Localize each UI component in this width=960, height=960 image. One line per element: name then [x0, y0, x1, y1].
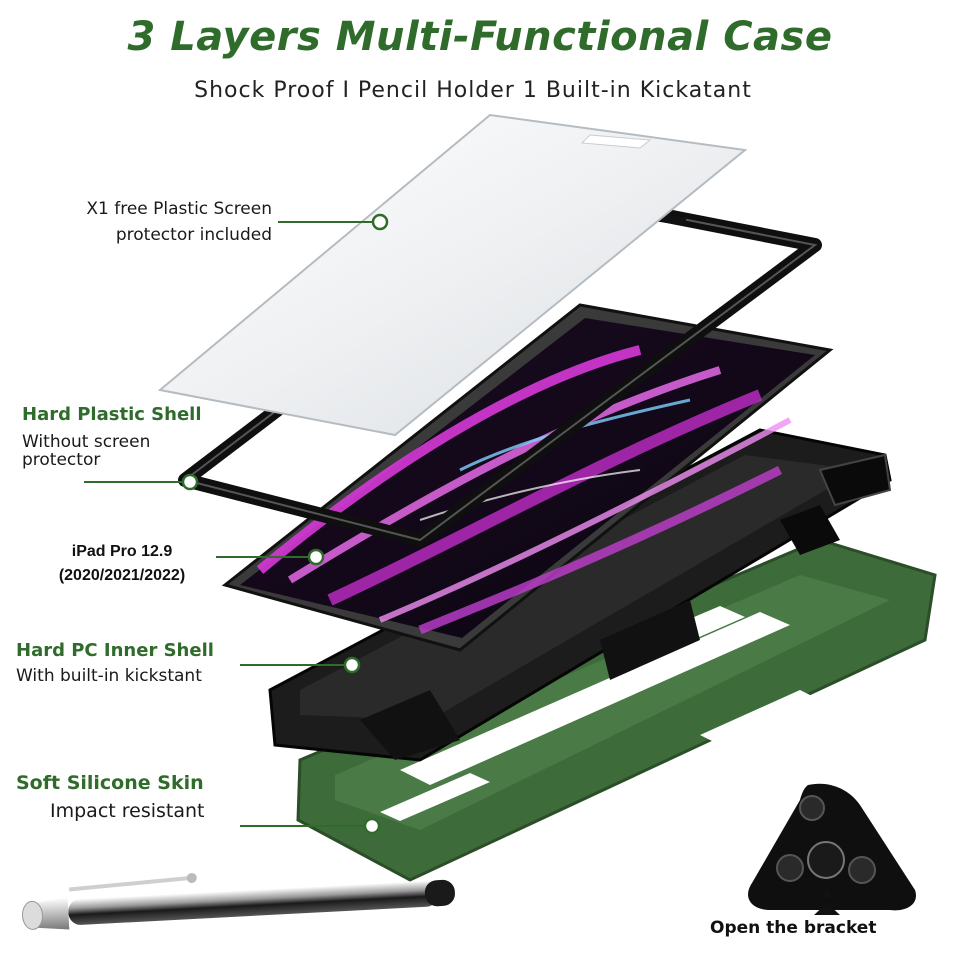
- ipad-model: iPad Pro 12.9: [71, 543, 173, 560]
- hard-plastic-shell-line2: protector: [22, 450, 101, 470]
- ipad-layer: [221, 303, 834, 652]
- hard-plastic-shell-line1: Without screen: [22, 432, 151, 452]
- bracket-icon: [748, 783, 916, 915]
- hard-plastic-shell-title: Hard Plastic Shell: [22, 404, 202, 425]
- page-title: 3 Layers Multi-Functional Case: [127, 14, 833, 60]
- hard-pc-inner-shell-callout: Hard PC Inner Shell With built-in kickst…: [16, 640, 214, 686]
- hard-plastic-shell-callout: Hard Plastic Shell Without screen protec…: [22, 404, 202, 470]
- screen-protector-layer: [157, 113, 748, 437]
- ipad-callout: iPad Pro 12.9 (2020/2021/2022): [38, 540, 206, 588]
- hard-pc-inner-shell-line1: With built-in kickstant: [16, 666, 202, 686]
- screen-protector-line1: X1 free Plastic Screen: [86, 199, 272, 219]
- screen-protector-callout: X1 free Plastic Screen protector include…: [40, 200, 272, 245]
- soft-silicone-skin-title: Soft Silicone Skin: [16, 772, 204, 794]
- page-subtitle: Shock Proof I Pencil Holder 1 Built-in K…: [194, 78, 752, 103]
- hard-pc-inner-shell-title: Hard PC Inner Shell: [16, 640, 214, 661]
- callout-lines: [84, 213, 389, 835]
- stylus-pen: [21, 873, 455, 930]
- screen-protector-line2: protector included: [115, 225, 272, 245]
- soft-silicone-skin-callout: Soft Silicone Skin Impact resistant: [16, 772, 205, 821]
- ipad-years: (2020/2021/2022): [58, 567, 186, 584]
- open-bracket-label: Open the bracket: [710, 918, 877, 938]
- silicone-skin-layer: [296, 538, 937, 882]
- soft-silicone-skin-line1: Impact resistant: [50, 800, 205, 822]
- pc-inner-shell-layer: [268, 428, 892, 762]
